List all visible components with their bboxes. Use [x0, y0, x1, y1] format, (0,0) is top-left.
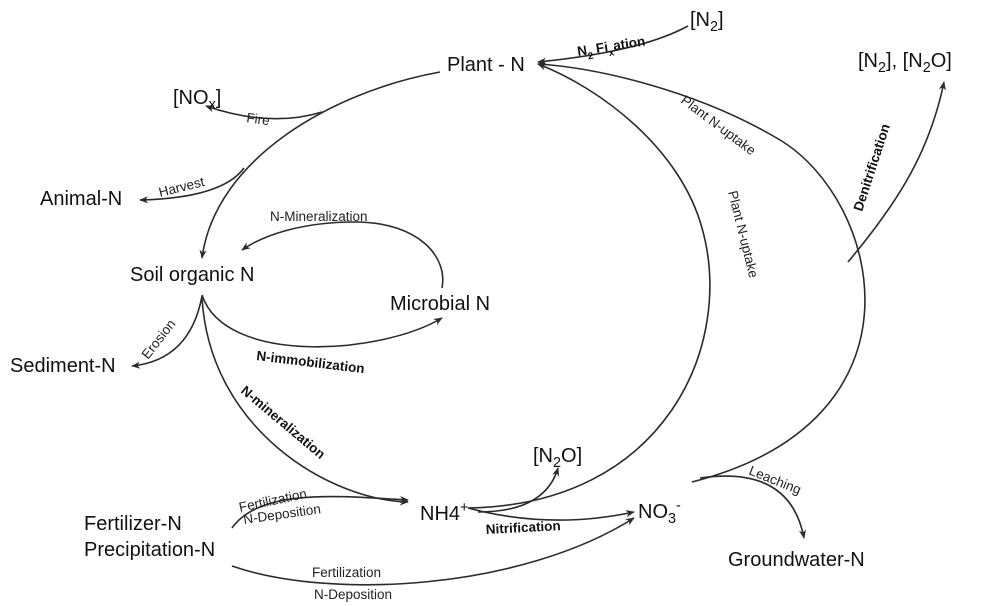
fertilizer-n-node: Fertilizer-N: [84, 513, 182, 535]
nitrification-label: Nitrification: [485, 518, 561, 537]
n2-n2o-node: [N2], [N2O]: [858, 50, 952, 76]
soil-organic-n-node: Soil organic N: [130, 264, 255, 286]
sediment-n-node: Sediment-N: [10, 355, 116, 377]
precipitation-n-node: Precipitation-N: [84, 539, 215, 561]
leaching-label: Leaching: [747, 463, 803, 497]
no3-node: NO3-: [638, 498, 681, 527]
plant-uptake-outer-label: Plant N-uptake: [678, 92, 758, 158]
n-immobilization-label: N-immobilization: [256, 348, 366, 376]
plant-to-soil-arrow: [199, 71, 441, 259]
animal-n-node: Animal-N: [40, 188, 122, 210]
microbial-n-node: Microbial N: [390, 293, 490, 315]
n-mineralization-top-label: N-Mineralization: [270, 209, 368, 224]
nox-node: [NOx]: [173, 87, 221, 113]
plant-uptake-inner-arrow: [467, 63, 711, 509]
n-mineralization-loop-arrow: [241, 221, 444, 289]
nitrification-arrow: [467, 507, 635, 521]
n-deposition-2-label: N-Deposition: [314, 587, 392, 602]
harvest-arrow: [139, 167, 245, 204]
n2o-node: [N2O]: [533, 445, 582, 471]
fertilizer-to-nh4-arrow: [231, 495, 409, 529]
groundwater-n-node: Groundwater-N: [728, 549, 865, 571]
n2-top-node: [N2]: [690, 9, 724, 35]
erosion-label: Erosion: [139, 317, 179, 362]
plant-uptake-inner-label: Plant N-uptake: [725, 189, 761, 279]
nh4-node: NH4+: [420, 500, 468, 525]
n2-fixation-arrow: [537, 25, 689, 65]
n-mineralization-arrow: [201, 297, 409, 506]
fire-label: Fire: [246, 110, 271, 128]
denitrification-arrow: [847, 81, 946, 263]
fertilization-2-label: Fertilization: [312, 565, 381, 580]
fire-arrow: [205, 105, 323, 120]
n2o-emission-arrow: [477, 467, 560, 513]
plant-n-node: Plant - N: [447, 54, 525, 76]
precipitation-to-no3-arrow: [231, 517, 635, 586]
denitrification-label: Denitrification: [851, 122, 893, 213]
n-immobilization-arrow: [201, 294, 443, 348]
n2-fixation-label: N2 Fixation: [576, 33, 647, 63]
erosion-arrow: [131, 295, 203, 369]
plant-uptake-outer-arrow: [537, 60, 866, 483]
leaching-arrow: [699, 475, 807, 539]
